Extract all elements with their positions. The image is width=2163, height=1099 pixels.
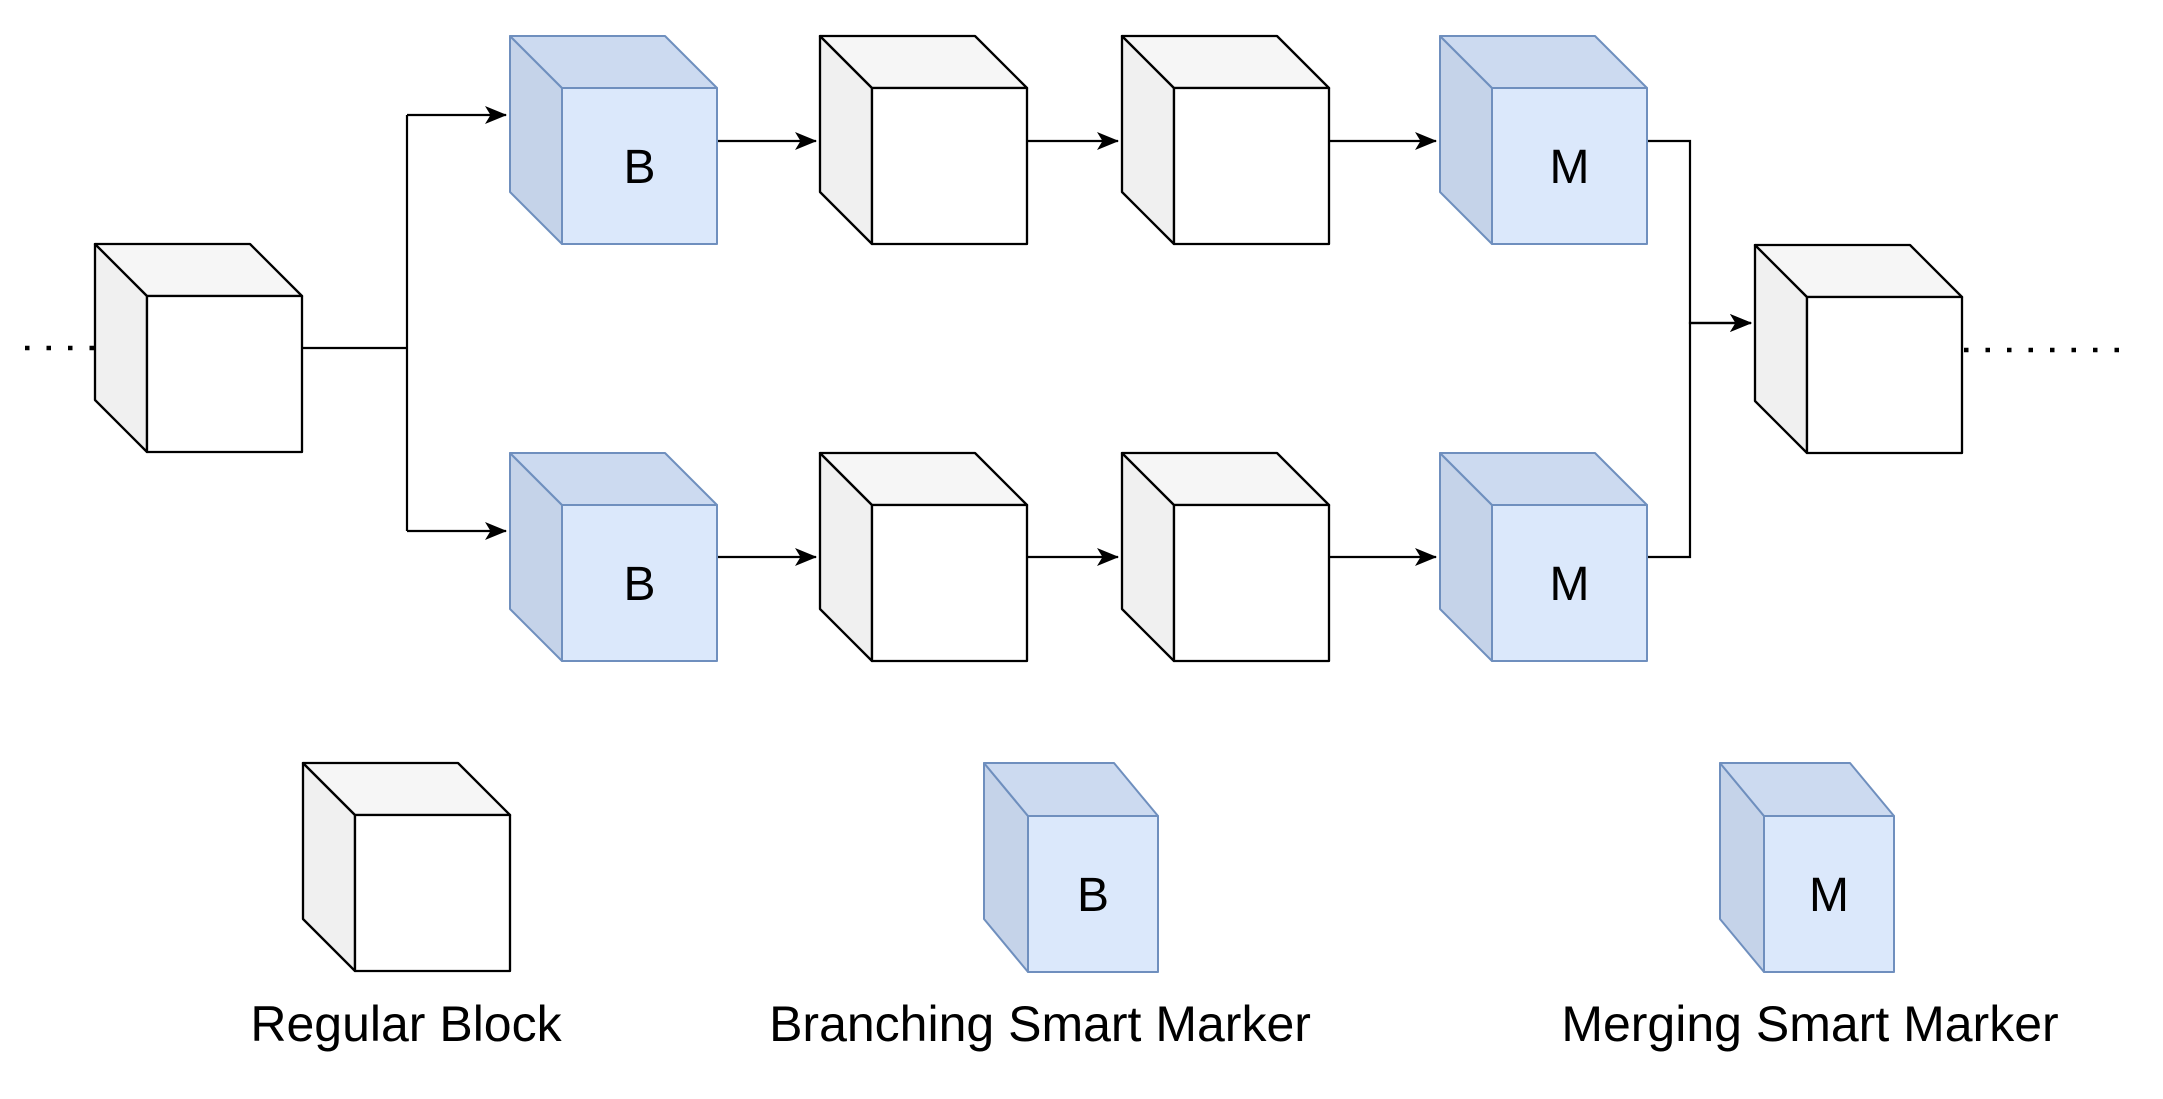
- node-bottom-block-1: [818, 451, 1029, 663]
- cube-front-face: [1763, 815, 1895, 973]
- node-bottom-merge-marker: M: [1439, 452, 1648, 662]
- cube-label-bottom-branch-marker: B: [623, 558, 655, 611]
- cube-label-top-branch-marker: B: [623, 141, 655, 194]
- cube-front-face: [1172, 86, 1331, 246]
- node-top-merge-marker: M: [1439, 35, 1648, 245]
- legend-label-branching-smart-marker: Branching Smart Marker: [769, 996, 1311, 1052]
- node-bottom-branch-marker: B: [509, 452, 718, 662]
- legend: Regular Block Branching Smart Marker Mer…: [250, 996, 2058, 1052]
- cube-front-face: [145, 294, 304, 454]
- cube-front-face: [870, 86, 1029, 246]
- cube-front-face: [870, 503, 1029, 663]
- cube-front-face: [1027, 815, 1159, 973]
- node-top-block-2: [1120, 34, 1331, 246]
- cube-front-face: [561, 504, 718, 662]
- cube-label-legend-branching-marker: B: [1077, 869, 1109, 922]
- node-output-block: [1753, 243, 1964, 455]
- node-bottom-block-2: [1120, 451, 1331, 663]
- nodes-layer: B M B M B M: [93, 34, 1964, 973]
- cube-front-face: [1805, 295, 1964, 455]
- cube-label-bottom-merge-marker: M: [1550, 558, 1590, 611]
- cube-front-face: [1172, 503, 1331, 663]
- node-legend-branching-marker: B: [983, 762, 1159, 973]
- node-top-branch-marker: B: [509, 35, 718, 245]
- node-top-block-1: [818, 34, 1029, 246]
- node-legend-merging-marker: M: [1719, 762, 1895, 973]
- edge-bottom-m-to-output: [1647, 314, 1752, 559]
- cube-label-top-merge-marker: M: [1550, 141, 1590, 194]
- legend-label-merging-smart-marker: Merging Smart Marker: [1561, 996, 2058, 1052]
- cube-front-face: [1491, 87, 1648, 245]
- cube-front-face: [353, 813, 512, 973]
- cube-front-face: [1491, 504, 1648, 662]
- edges-layer: [25, 106, 2122, 566]
- node-input-block: [93, 242, 304, 454]
- edge-top-m-to-output: [1647, 139, 1752, 332]
- node-legend-regular-block: [301, 761, 512, 973]
- cube-label-legend-merging-marker: M: [1809, 869, 1849, 922]
- legend-label-regular-block: Regular Block: [250, 996, 562, 1052]
- cube-front-face: [561, 87, 718, 245]
